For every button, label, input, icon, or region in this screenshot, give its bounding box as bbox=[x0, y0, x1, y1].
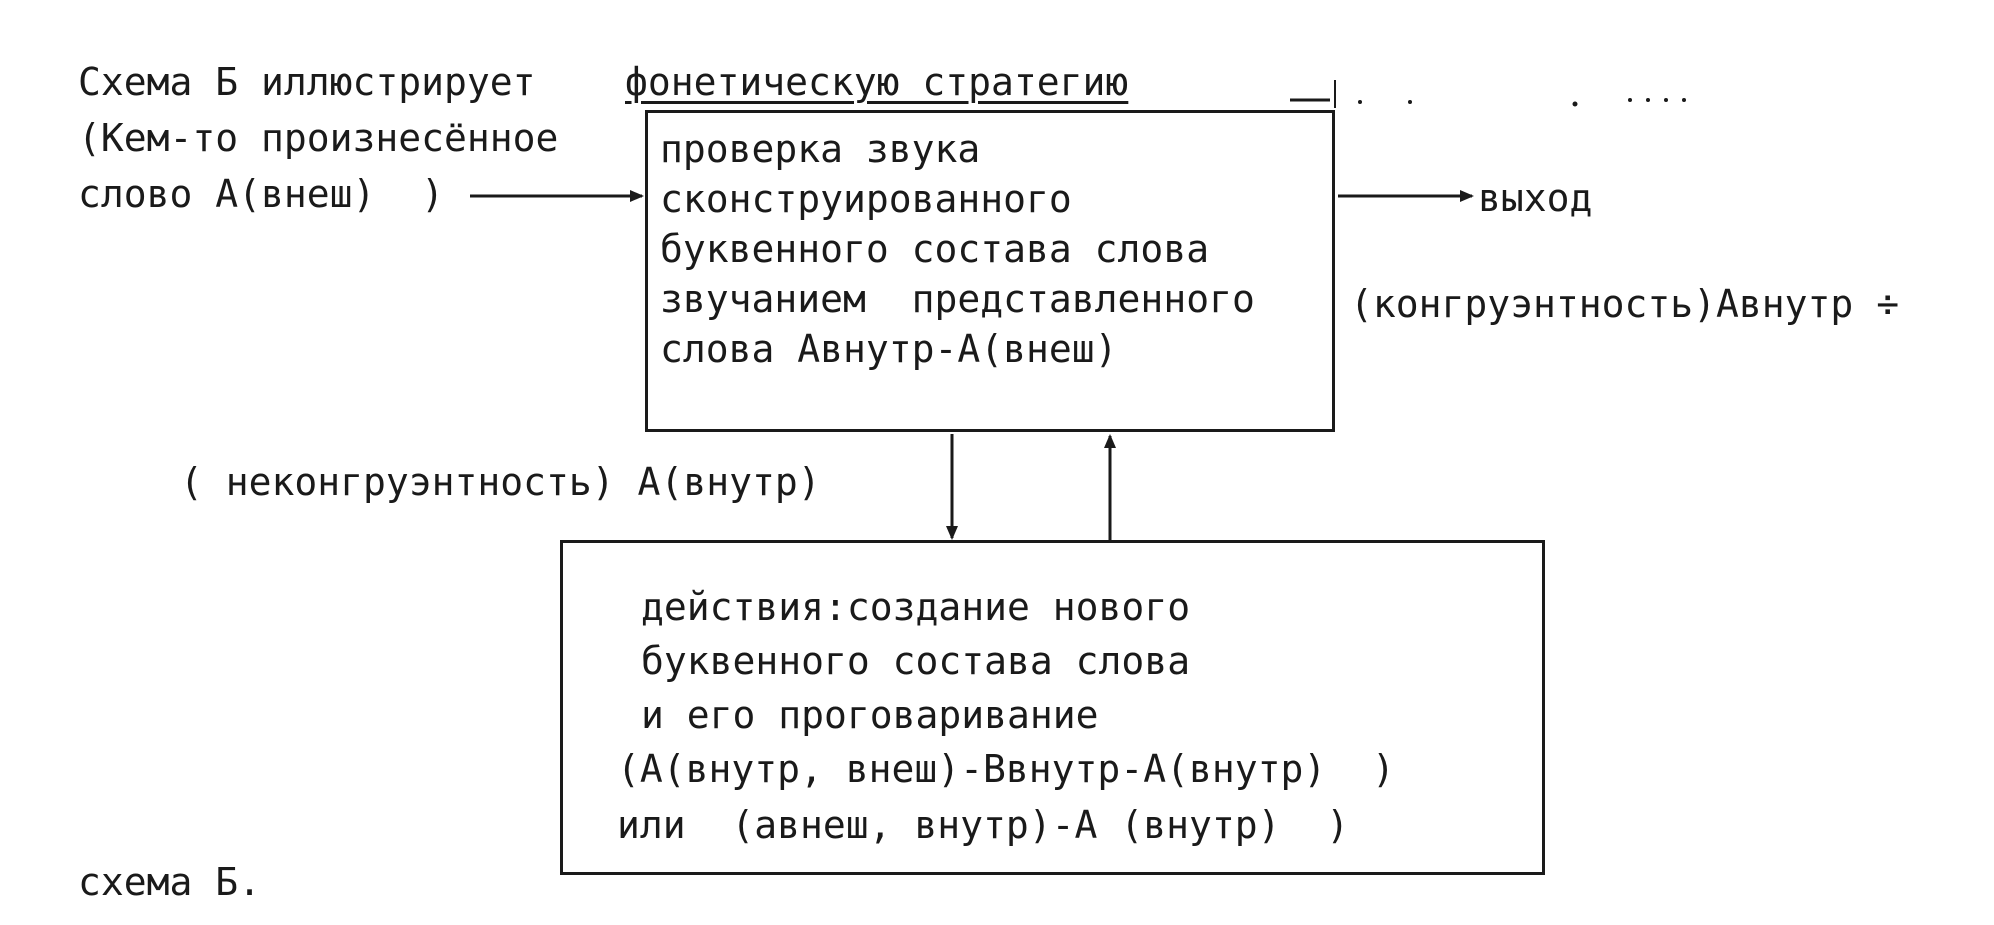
stray-dot bbox=[1646, 98, 1650, 102]
input-line-1: (Кем-то произнесённое bbox=[78, 116, 559, 160]
top-box-line-2: сконструированного bbox=[660, 177, 1072, 221]
intro-lead: Схема Б иллюстрирует bbox=[78, 60, 536, 104]
stray-dot bbox=[1682, 98, 1686, 102]
bottom-box-line-2: буквенного состава слова bbox=[641, 639, 1191, 683]
stray-dot bbox=[1664, 98, 1668, 102]
stray-dot bbox=[1408, 100, 1412, 104]
stray-dot bbox=[1358, 100, 1362, 104]
stray-dot bbox=[1572, 101, 1578, 107]
output-label: выход bbox=[1478, 176, 1593, 220]
bottom-box-line-1: действия:создание нового bbox=[641, 585, 1191, 629]
strategy-name: фонетическую стратегию bbox=[625, 60, 1129, 104]
input-line-2: слово А(внеш) ) bbox=[78, 172, 445, 216]
bottom-box-line-4: (А(внутр, внеш)-Ввнутр-А(внутр) ) bbox=[617, 747, 1395, 791]
caption: схема Б. bbox=[78, 860, 262, 904]
congruence-label: (конгруэнтность)Авнутр ÷ bbox=[1350, 282, 1900, 326]
top-box-line-4: звучанием представленного bbox=[660, 277, 1255, 321]
incongruence-label: ( неконгруэнтность) А(внутр) bbox=[180, 460, 821, 504]
top-box-line-5: слова Авнутр-А(внеш) bbox=[660, 327, 1118, 371]
top-box-line-1: проверка звука bbox=[660, 127, 981, 171]
stray-dot bbox=[1628, 98, 1632, 102]
phonetic-check-box: проверка звука сконструированного буквен… bbox=[645, 110, 1335, 432]
bottom-box-line-5: или (авнеш, внутр)-А (внутр) ) bbox=[617, 803, 1350, 847]
bottom-box-line-3: и его проговаривание bbox=[641, 693, 1099, 737]
actions-box: действия:создание нового буквенного сост… bbox=[560, 540, 1545, 875]
top-box-line-3: буквенного состава слова bbox=[660, 227, 1210, 271]
